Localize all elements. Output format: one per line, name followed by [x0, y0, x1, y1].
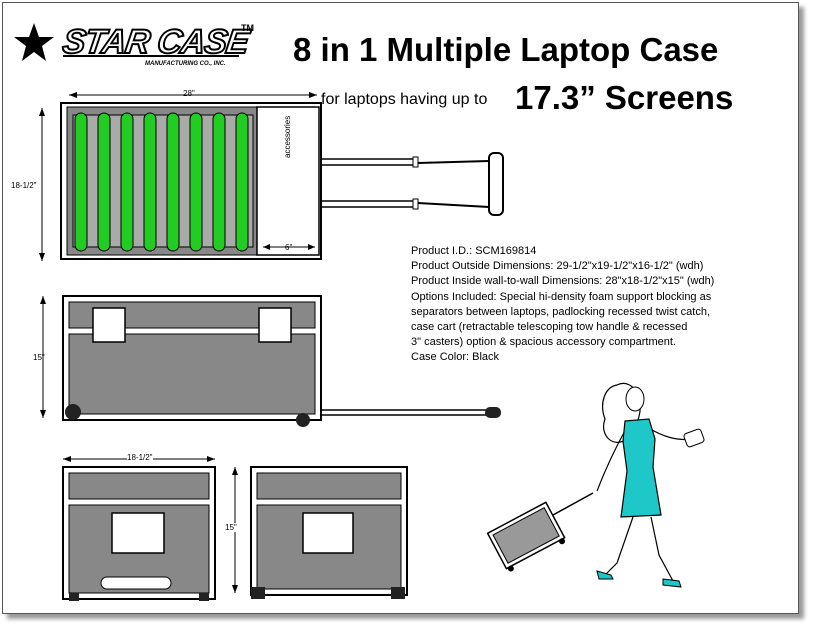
- subtitle-screen-size: 17.3” Screens: [515, 79, 734, 116]
- product-sheet: STAR CASE TM MANUFACTURING CO., INC. 8 i…: [2, 2, 799, 614]
- product-specs: Product I.D.: SCM169814 Product Outside …: [411, 244, 714, 366]
- side-height-label: 15": [33, 353, 45, 362]
- end-height-label: 15": [225, 523, 237, 532]
- brand-trademark: TM: [241, 23, 254, 33]
- page-title: 8 in 1 Multiple Laptop Case: [293, 31, 719, 68]
- spec-line: Product I.D.: SCM169814: [411, 245, 537, 257]
- spec-line: 3" casters) option & spacious accessory …: [411, 336, 676, 349]
- spec-line: Case Color: Black: [411, 351, 500, 364]
- subtitle-prefix: for laptops having up to: [321, 91, 488, 108]
- top-width-label: 28": [183, 89, 195, 98]
- spec-line: Product Outside Dimensions: 29-1/2"x19-1…: [411, 260, 704, 273]
- end-view-front-drawing: [62, 456, 216, 601]
- star-logo-icon: [14, 23, 54, 61]
- spec-line: Product Inside wall-to-wall Dimensions: …: [411, 275, 715, 288]
- spec-line: Options Included: Special hi-density foa…: [411, 290, 712, 303]
- accessories-label: accessories: [283, 115, 292, 158]
- top-view-drawing: [39, 92, 504, 261]
- woman-with-case-illustration: [487, 382, 705, 588]
- end-view-back-drawing: [232, 466, 408, 599]
- brand-subtitle: MANUFACTURING CO., INC.: [145, 61, 226, 67]
- spec-line: separators between laptops, padlocking r…: [411, 305, 710, 318]
- side-view-drawing: [40, 295, 501, 427]
- end-width-label: 18-1/2": [127, 453, 153, 462]
- spec-line: case cart (retractable telescoping tow h…: [411, 321, 688, 334]
- top-height-label: 18-1/2": [11, 181, 37, 190]
- brand-underline: [63, 55, 239, 57]
- compartment-width-label: 6": [285, 243, 293, 252]
